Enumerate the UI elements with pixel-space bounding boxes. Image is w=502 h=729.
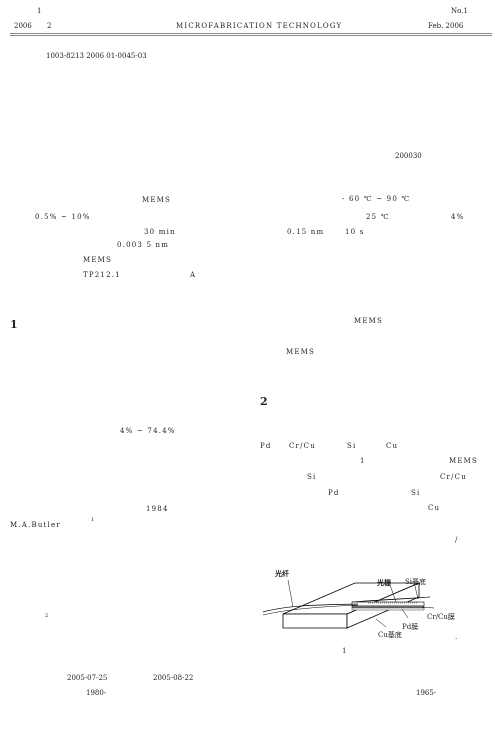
abstract-drift: 0.003 5 nm: [117, 241, 170, 249]
abstract-conc4: 4%: [451, 213, 465, 221]
abstract-conc-range: 0.5% ~ 10%: [35, 213, 91, 221]
ref-1: 1: [91, 517, 95, 523]
figure-dot: .: [455, 633, 458, 641]
section-1-mems-b: MEMS: [286, 348, 316, 356]
journal-title: MICROFABRICATION TECHNOLOGY: [176, 22, 343, 30]
section-1-year: 1984: [146, 505, 169, 513]
section-1-heading: 1: [10, 318, 18, 331]
cu-substrate-front: [282, 613, 348, 629]
revised-date: 2005-08-22: [153, 674, 194, 682]
author2-birth-year: 1965-: [416, 689, 437, 697]
issue-label: No.1: [451, 7, 468, 15]
section-1-mems-a: MEMS: [354, 317, 384, 325]
s2-pd: Pd: [260, 442, 272, 450]
s2-pd-b: Pd: [328, 489, 340, 497]
volume-number: 1: [37, 7, 42, 15]
header-date: Feb. 2006: [428, 22, 464, 30]
header-year: 2006: [14, 22, 32, 30]
s2-si-a: Si: [307, 473, 317, 481]
keywords: MEMS: [83, 256, 113, 264]
s2-fig-ref: 1: [360, 457, 365, 465]
lower-film: [351, 607, 425, 611]
s2-cu-b: Cu: [428, 504, 441, 512]
label-grating: 光栅: [377, 578, 391, 587]
doc-code: A: [190, 271, 196, 279]
abstract-temp-range: - 60 ℃ ~ 90 ℃: [342, 195, 411, 203]
section-2-heading: 2: [260, 395, 268, 408]
s2-cu: Cu: [386, 442, 399, 450]
abstract-mems: MEMS: [142, 196, 172, 204]
si-layer: [351, 601, 425, 607]
s2-si-b: Si: [411, 489, 421, 497]
label-cr-cu-film: Cr/Cu膜: [427, 613, 455, 621]
s2-crcu-b: Cr/Cu: [440, 473, 467, 481]
pd-cr-cu-films: [351, 605, 425, 609]
label-fiber: 光纤: [275, 569, 289, 578]
label-pd-film: Pd膜: [402, 623, 419, 631]
figure-1-caption: 1: [342, 647, 347, 655]
abstract-time: 30 min: [144, 228, 176, 236]
abstract-response: 10 s: [345, 228, 365, 236]
author-name: M.A.Butler: [10, 521, 61, 529]
abstract-temp25: 25 ℃: [366, 213, 390, 221]
clc-number: TP212.1: [83, 271, 121, 279]
label-cu-substrate: Cu基底: [378, 631, 402, 639]
section-1-range: 4% ~ 74.4%: [120, 427, 176, 435]
abstract-resolution: 0.15 nm: [287, 228, 325, 236]
author1-birth-year: 1980-: [86, 689, 107, 697]
s2-crcu: Cr/Cu: [289, 442, 316, 450]
header-rule: [10, 33, 492, 36]
header-issue: 2: [47, 22, 52, 30]
postcode: 200030: [395, 152, 422, 160]
s2-si: Si: [347, 442, 357, 450]
label-si-substrate: Si基底: [405, 578, 427, 586]
si-layer-top: [351, 596, 431, 603]
article-id: 1003-8213 2006 01-0045-03: [46, 52, 147, 60]
figure-1-sensor-diagram: [262, 579, 435, 629]
ref-2: 2: [45, 613, 49, 619]
optical-fiber: [262, 603, 359, 613]
received-date: 2005-07-25: [67, 674, 108, 682]
s2-mems: MEMS: [449, 457, 479, 465]
s2-slash: /: [455, 536, 458, 544]
